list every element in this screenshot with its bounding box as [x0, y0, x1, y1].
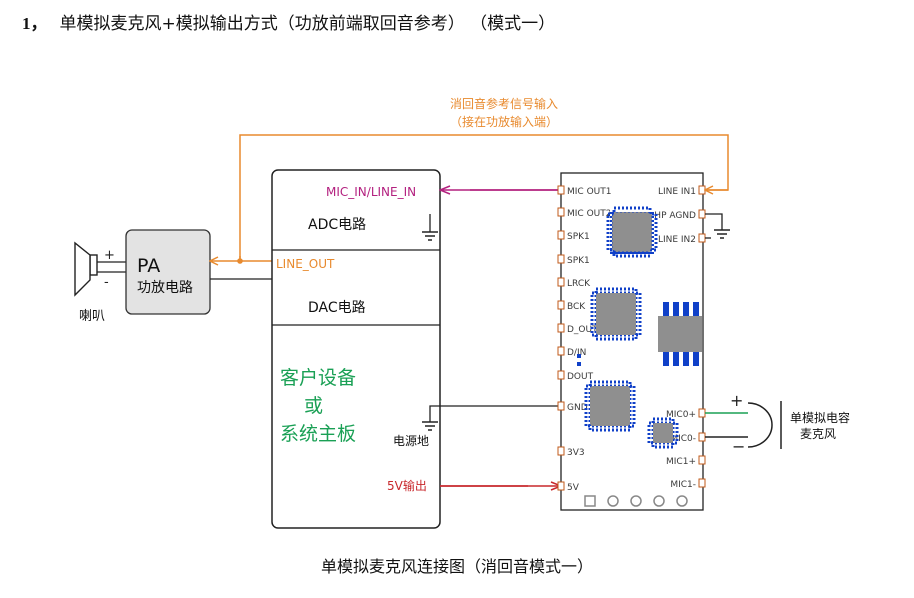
power-ground-symbol [422, 421, 438, 431]
pin-dout: DOUT [557, 370, 594, 382]
mic-minus-sign: − [732, 437, 745, 456]
line-out-label: LINE_OUT [276, 257, 335, 271]
svg-text:LINE IN1: LINE IN1 [658, 187, 696, 197]
svg-text:5V: 5V [567, 483, 580, 493]
hp-agnd-wire [705, 213, 723, 230]
mic-in-label: MIC_IN/LINE_IN [326, 185, 416, 199]
svg-text:3V3: 3V3 [567, 448, 585, 458]
svg-text:MIC1+: MIC1+ [666, 457, 696, 467]
pin-5v: 5V [557, 481, 580, 493]
module-right-pins: LINE IN1 HP AGND LINE IN2 MIC0+ MIC0- MI… [654, 185, 706, 490]
speaker: + - 喇叭 [74, 241, 126, 324]
module-holes [584, 495, 688, 507]
pin-d-in: D/IN [557, 346, 586, 358]
junction-dot [237, 258, 243, 264]
host-main-label-3: 系统主板 [280, 423, 356, 445]
pin-spk1-a: SPK1 [557, 230, 590, 242]
pin-spk1-b: SPK1 [557, 254, 590, 266]
pa-subtitle: 功放电路 [137, 280, 193, 296]
module-left-pins: MIC OUT1 MIC OUT2 SPK1 SPK1 LRCK BCK D_O… [557, 185, 611, 493]
svg-text:MIC1-: MIC1- [670, 480, 696, 490]
section-title: 单模拟麦克风+模拟输出方式（功放前端取回音参考） （模式一） [59, 14, 556, 34]
host-main-label-2: 或 [304, 395, 323, 417]
pa-title: PA [137, 255, 160, 277]
adc-ground-symbol [422, 214, 438, 241]
pin-mic1-minus: MIC1- [670, 478, 706, 490]
echo-reference-sublabel: （接在功放输入端） [450, 114, 558, 129]
pa-amplifier: PA 功放电路 [125, 229, 211, 315]
chip-middle [590, 287, 642, 341]
section-heading: 1， 单模拟麦克风+模拟输出方式（功放前端取回音参考） （模式一） [22, 9, 555, 34]
svg-text:DOUT: DOUT [567, 372, 594, 382]
chip-soic [658, 302, 702, 366]
speaker-minus: - [104, 275, 109, 290]
svg-text:SPK1: SPK1 [567, 232, 590, 242]
pin-lrck: LRCK [557, 277, 591, 289]
gnd-wire [429, 405, 561, 422]
speaker-magnet [89, 254, 98, 276]
svg-text:D/IN: D/IN [567, 348, 586, 358]
ground-label: 电源地 [393, 434, 429, 448]
pin-bck: BCK [557, 300, 586, 312]
electret-microphone: + − 单模拟电容 麦克风 [705, 391, 850, 456]
mic-label-2: 麦克风 [800, 427, 836, 441]
host-box [271, 169, 441, 529]
svg-text:GND: GND [567, 403, 588, 413]
host-main-label-1: 客户设备 [280, 367, 356, 389]
echo-module: MIC OUT1 MIC OUT2 SPK1 SPK1 LRCK BCK D_O… [557, 172, 706, 511]
chip-small [647, 417, 679, 449]
svg-text:SPK1: SPK1 [567, 256, 590, 266]
svg-text:HP AGND: HP AGND [654, 211, 696, 221]
svg-text:LRCK: LRCK [567, 279, 591, 289]
svg-text:D_OUT/N: D_OUT/N [567, 325, 607, 335]
pin-mic-out2: MIC OUT2 [557, 207, 611, 219]
echo-reference-label: 消回音参考信号输入 [450, 96, 558, 111]
svg-text:LINE IN2: LINE IN2 [658, 235, 696, 245]
mic-capsule [747, 402, 773, 448]
speaker-cone [74, 241, 91, 297]
pin-d-out: D_OUT/N [557, 323, 607, 335]
svg-text:MIC OUT1: MIC OUT1 [567, 187, 611, 197]
pin-gnd: GND [557, 401, 588, 413]
svg-text:BCK: BCK [567, 302, 586, 312]
mic-label-1: 单模拟电容 [790, 410, 850, 425]
chip-bottom [584, 380, 636, 432]
pin-3v3: 3V3 [557, 446, 585, 458]
adc-label: ADC电路 [308, 217, 366, 233]
hp-agnd-ground-symbol [714, 229, 730, 239]
speaker-label: 喇叭 [79, 309, 105, 324]
dac-label: DAC电路 [308, 300, 366, 316]
pin-mic1-plus: MIC1+ [666, 455, 706, 467]
speaker-plus: + [104, 248, 115, 263]
figure-caption: 单模拟麦克风连接图（消回音模式一） [320, 557, 593, 576]
section-number: 1， [22, 14, 48, 33]
svg-text:MIC OUT2: MIC OUT2 [567, 209, 611, 219]
power-label: 5V输出 [387, 478, 427, 493]
host-device: ADC电路 DAC电路 MIC_IN/LINE_IN LINE_OUT 客户设备… [271, 169, 441, 529]
pa-box [125, 229, 211, 315]
svg-text:MIC0-: MIC0- [670, 434, 696, 444]
pin-mic-out1: MIC OUT1 [557, 185, 611, 197]
svg-text:MIC0+: MIC0+ [666, 410, 696, 420]
chip-top [606, 206, 658, 258]
mic-plus-sign: + [730, 391, 743, 410]
